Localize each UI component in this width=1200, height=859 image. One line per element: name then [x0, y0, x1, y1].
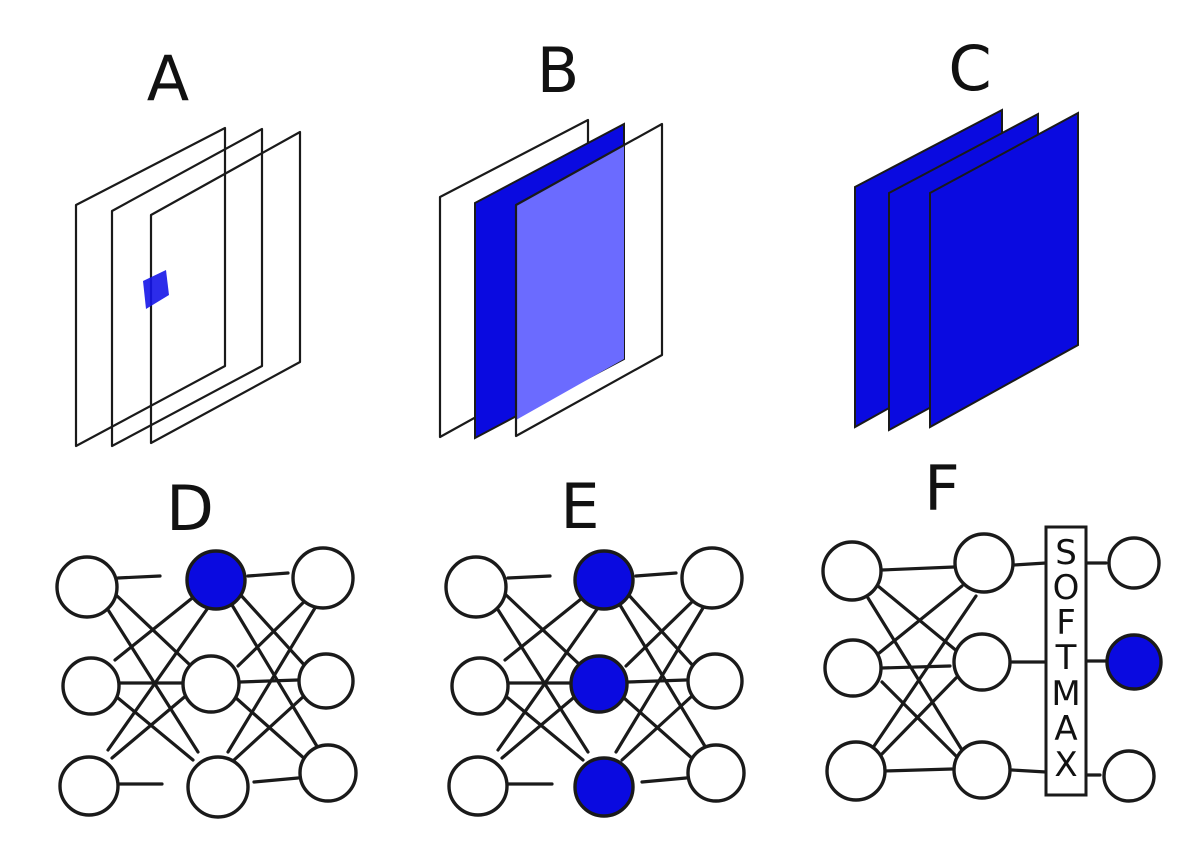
- panel-d: D: [55, 472, 358, 819]
- hidden-neuron: [823, 638, 883, 698]
- highlighted-region-patch: [143, 270, 169, 309]
- softmax-box: [1044, 525, 1088, 797]
- softmax-letter: M: [1051, 674, 1080, 714]
- output-neuron: [952, 740, 1012, 800]
- panel-a-label: A: [147, 42, 189, 115]
- output-neuron: [686, 652, 744, 710]
- highlighted-neuron: [569, 654, 629, 714]
- input-neuron: [55, 555, 119, 619]
- hidden-neuron: [186, 755, 250, 819]
- softmax-letter: A: [1054, 709, 1077, 749]
- network-edges: [493, 571, 708, 786]
- hidden-neuron: [821, 540, 883, 602]
- highlighted-neuron: [573, 756, 635, 818]
- panel-b-label: B: [537, 34, 580, 107]
- panel-c-label: C: [948, 32, 991, 105]
- input-neuron: [61, 656, 121, 716]
- panel-e-label: E: [560, 470, 599, 543]
- highlighted-channel-3: [929, 111, 1079, 429]
- input-neuron: [58, 755, 120, 817]
- output-neuron: [297, 652, 355, 710]
- input-neuron: [450, 656, 510, 716]
- softmax-label: S O F T M A X: [1051, 533, 1080, 785]
- highlighted-output-neuron: [1105, 633, 1163, 691]
- softmax-letter: T: [1055, 638, 1077, 678]
- panel-f-label: F: [924, 452, 960, 525]
- highlighted-neuron: [573, 549, 635, 611]
- output-neuron: [952, 632, 1012, 692]
- panel-c: C: [854, 32, 1079, 432]
- output-neuron: [953, 532, 1015, 594]
- input-neuron: [447, 755, 509, 817]
- softmax-letter: F: [1056, 603, 1076, 643]
- softmax-letter: X: [1054, 745, 1077, 785]
- feature-map-middle: [110, 127, 264, 448]
- feature-map-back: [74, 126, 227, 448]
- panel-b: B: [438, 34, 664, 440]
- softmax-output-neuron: [1102, 749, 1156, 803]
- feature-map-front: [149, 130, 302, 445]
- network-edges: [866, 561, 1108, 777]
- panel-f: F S O F T M: [821, 452, 1163, 803]
- softmax-output-neuron: [1107, 536, 1161, 590]
- network-edges: [103, 571, 320, 786]
- output-neuron: [298, 743, 358, 803]
- output-neuron: [680, 546, 744, 610]
- softmax-letter: S: [1055, 533, 1077, 573]
- softmax-letter: O: [1053, 568, 1080, 608]
- hidden-neuron: [181, 654, 241, 714]
- panel-d-label: D: [166, 472, 214, 545]
- feature-map-front: [514, 122, 664, 438]
- channel-overlap-tint: [516, 145, 624, 420]
- input-neuron: [444, 555, 508, 619]
- output-neuron: [686, 743, 746, 803]
- highlighted-neuron: [185, 549, 247, 611]
- panel-e: E: [444, 470, 746, 818]
- hidden-neuron: [825, 740, 887, 802]
- output-neuron: [291, 546, 355, 610]
- panel-a: A: [74, 42, 302, 448]
